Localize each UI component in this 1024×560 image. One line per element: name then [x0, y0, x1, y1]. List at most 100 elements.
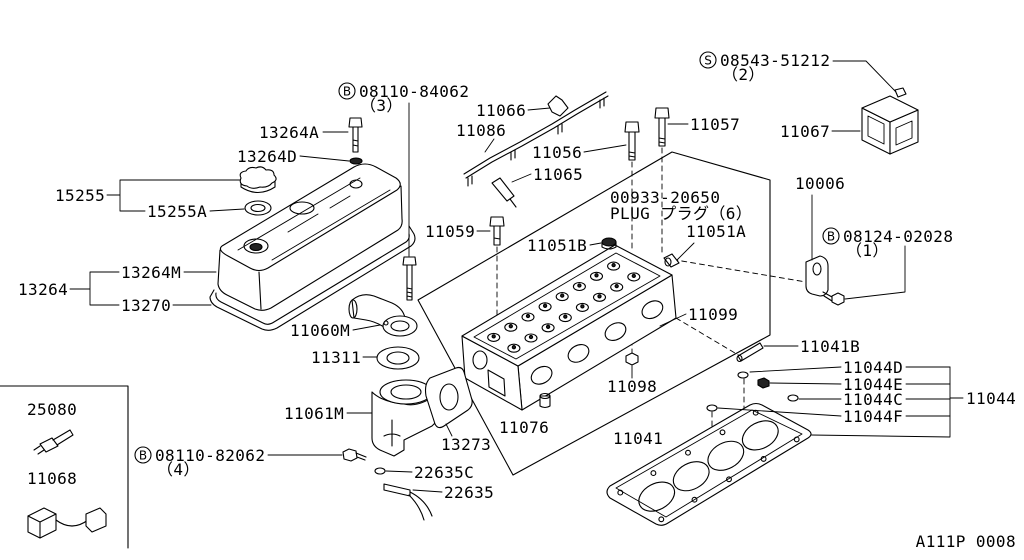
head-bolt-11056-head	[624, 121, 640, 133]
inset-box-border	[0, 385, 129, 549]
part-label-11041: 11041	[613, 429, 663, 448]
leak-off-pipe-clip	[547, 95, 569, 117]
leader-08124-02028	[844, 245, 906, 300]
leak-off-pipe-upper	[463, 91, 607, 175]
leader-11065	[511, 173, 532, 183]
plug-note: 00933-20650 PLUG プラグ（6）	[610, 188, 752, 223]
housing-bolt-08110-82062	[342, 448, 358, 462]
head-gasket-bore	[707, 440, 745, 471]
part-label-11041B: 11041B	[800, 337, 860, 356]
cylinder-head-top-rail	[473, 252, 661, 360]
leader-11044F	[717, 407, 951, 417]
rocker-cover-gasket-outer	[209, 225, 416, 331]
oil-filler-cap-gasket-outer	[244, 200, 272, 216]
leader-11044D	[749, 366, 951, 373]
water-outlet-flange-inner	[390, 320, 410, 332]
bracket-bolt-head	[831, 292, 845, 306]
cylinder-head-port	[530, 365, 553, 385]
leader-11044	[810, 366, 964, 438]
rocker-cover-drawing	[217, 163, 403, 311]
cylinder-head-top-face	[461, 244, 673, 367]
valve-stem	[511, 345, 517, 350]
gasket-13273	[424, 366, 473, 429]
fastener-symbol: B	[827, 230, 835, 244]
valve-stem	[528, 334, 534, 340]
unit-11068-wire	[55, 519, 89, 527]
bracket-10006-hole	[812, 262, 822, 276]
leader-11086	[484, 138, 495, 153]
head-bolts-drawing	[489, 107, 670, 246]
dash-line-11099	[675, 317, 741, 357]
leader-22635	[412, 489, 443, 493]
dowel-11041B	[737, 342, 764, 362]
fastener-symbol: B	[139, 449, 147, 463]
head-gasket-bolt-hole	[617, 489, 624, 496]
head-gasket-bolt-hole	[658, 516, 665, 523]
part-label-11044D: 11044D	[843, 358, 903, 377]
water-outlet-flange	[382, 315, 418, 337]
fastener-symbol-circle	[822, 227, 840, 245]
fastener-number: 08124-02028	[843, 227, 953, 246]
part-label-13264A: 13264A	[259, 123, 319, 142]
leader-11051A	[676, 242, 695, 261]
fastener-qty: （4）	[157, 460, 200, 479]
ring-11044E	[757, 377, 770, 389]
valve-stem	[614, 283, 619, 289]
plug-11076-top	[539, 392, 551, 400]
valve-stem	[563, 314, 568, 319]
valve-stem	[594, 273, 599, 278]
head-gasket-bolt-hole	[650, 470, 657, 477]
side-cover-top	[861, 95, 919, 123]
sensor-washer-22635C	[374, 467, 386, 475]
housing-11061M-outlet	[383, 419, 401, 447]
head-gasket-bore	[638, 481, 676, 512]
part-label-11044E: 11044E	[843, 375, 903, 394]
bracket-10006	[805, 255, 829, 297]
rocker-cover-edge	[258, 271, 262, 310]
cylinder-head-port	[641, 300, 664, 320]
fastener-symbol: B	[343, 85, 351, 99]
sensor-22635-wires	[408, 491, 433, 521]
part-label-11051A: 11051A	[686, 222, 746, 241]
head-bolt-11059-head	[489, 216, 505, 227]
cylinder-head-end-port	[472, 350, 488, 370]
ring-11044D	[737, 371, 749, 379]
cylinder-head-port	[604, 322, 627, 341]
leader-13273	[445, 423, 453, 437]
head-gasket-bolt-hole	[691, 496, 698, 503]
valve-stem	[611, 262, 616, 268]
part-label-11066: 11066	[476, 101, 526, 120]
head-gasket-bolt-hole	[685, 449, 691, 456]
cylinder-head-end-opening	[487, 369, 506, 397]
valve-stem	[545, 324, 551, 329]
glow-plug-tip	[509, 198, 517, 208]
part-label-13264: 13264	[18, 280, 68, 299]
part-label-13273: 13273	[441, 435, 491, 454]
fastener-symbol: S	[704, 54, 712, 68]
valve-stem	[491, 334, 496, 339]
part-label-11065: 11065	[533, 165, 583, 184]
head-bolt-11057-head	[654, 107, 670, 119]
part-label-11059: 11059	[425, 222, 475, 241]
glow-plug-body	[491, 177, 515, 202]
part-label-15255A: 15255A	[147, 202, 207, 221]
part-label-11044F: 11044F	[843, 407, 903, 426]
plug-part-number: 00933-20650	[610, 188, 720, 207]
part-label-10006: 10006	[795, 174, 845, 193]
leader-08543-51212	[832, 60, 897, 93]
valve-stem	[560, 293, 565, 298]
part-label-11067: 11067	[780, 122, 830, 141]
leader-11044E	[769, 382, 951, 385]
part-label-11076: 11076	[499, 418, 549, 437]
gasket-11311-inner	[386, 351, 410, 365]
valve-stem	[580, 304, 585, 309]
gasket-11311-outer	[376, 346, 420, 370]
ring-11044F	[706, 404, 718, 412]
bracket-bolt-shaft	[822, 291, 833, 302]
fastener-number: 08543-51212	[720, 51, 830, 70]
plug-11051A-end	[664, 257, 672, 267]
dowel-and-rings-drawing	[706, 342, 799, 412]
bracket-drawing	[805, 255, 845, 306]
leader-22635C	[385, 470, 413, 473]
